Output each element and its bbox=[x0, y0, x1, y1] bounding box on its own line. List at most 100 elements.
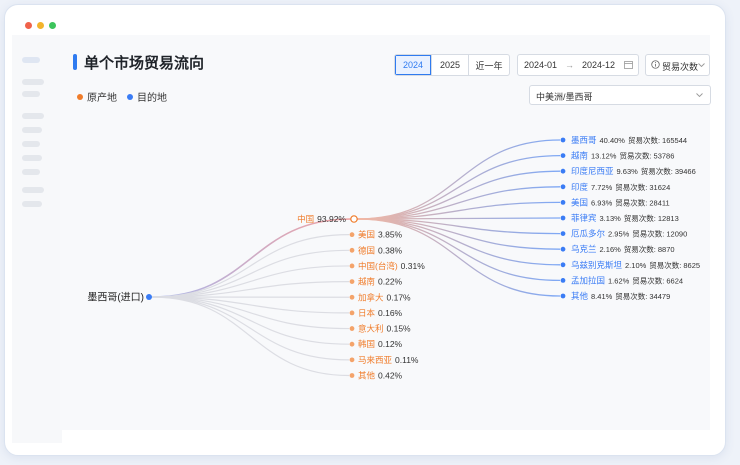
destination-name[interactable]: 厄瓜多尔 bbox=[571, 229, 606, 239]
year-tab-group: 2024 2025 近一年 bbox=[394, 54, 510, 76]
destination-node[interactable] bbox=[560, 246, 566, 252]
maximize-window-dot[interactable] bbox=[49, 22, 56, 29]
sidebar-item-8[interactable] bbox=[22, 169, 40, 175]
sidebar-item-6[interactable] bbox=[22, 141, 40, 147]
destination-pct: 1.62% bbox=[608, 276, 630, 285]
sidebar-item-10[interactable] bbox=[22, 201, 42, 207]
date-range-picker[interactable]: 2024-01 → 2024-12 bbox=[517, 54, 639, 76]
origin-name[interactable]: 其他 bbox=[358, 371, 376, 381]
origin-pct: 0.11% bbox=[395, 355, 419, 365]
sidebar-item-1[interactable] bbox=[22, 57, 40, 63]
origin-link bbox=[151, 296, 350, 345]
origin-node[interactable] bbox=[349, 294, 355, 300]
metric-select[interactable]: 贸易次数 bbox=[645, 54, 710, 76]
destination-pct: 7.72% bbox=[591, 183, 613, 192]
destination-count: 165544 bbox=[662, 136, 687, 145]
destination-node[interactable] bbox=[560, 262, 566, 268]
destination-link bbox=[356, 186, 561, 220]
destination-name[interactable]: 印度 bbox=[571, 182, 589, 192]
tab-2024[interactable]: 2024 bbox=[395, 55, 432, 75]
origin-name[interactable]: 日本 bbox=[358, 308, 376, 318]
destination-pct: 6.93% bbox=[591, 198, 613, 207]
origin-link bbox=[151, 296, 350, 314]
origin-name[interactable]: 马来西亚 bbox=[358, 355, 393, 365]
sidebar-item-3[interactable] bbox=[22, 91, 40, 97]
destination-name[interactable]: 乌克兰 bbox=[571, 244, 597, 254]
destination-metric-label: 贸易次数: bbox=[641, 166, 673, 176]
origin-name[interactable]: 越南 bbox=[358, 277, 375, 287]
destination-node[interactable] bbox=[560, 184, 566, 190]
origin-name[interactable]: 韩国 bbox=[358, 339, 375, 349]
origin-node[interactable] bbox=[350, 215, 358, 223]
sidebar-item-2[interactable] bbox=[22, 79, 44, 85]
market-select[interactable]: 中美洲/墨西哥 bbox=[529, 85, 711, 105]
origin-pct: 93.92% bbox=[317, 214, 346, 224]
origin-pct: 0.17% bbox=[387, 292, 412, 302]
root-label: 墨西哥(进口) bbox=[87, 292, 144, 304]
date-separator: → bbox=[565, 60, 574, 70]
origin-node[interactable] bbox=[349, 326, 355, 331]
origin-node[interactable] bbox=[349, 357, 355, 363]
sidebar-item-7[interactable] bbox=[22, 155, 42, 161]
destination-name[interactable]: 墨西哥 bbox=[571, 135, 597, 145]
destination-node[interactable] bbox=[560, 293, 566, 299]
root-node[interactable] bbox=[146, 294, 152, 300]
origin-node[interactable] bbox=[349, 263, 355, 269]
tab-last-year[interactable]: 近一年 bbox=[475, 60, 503, 71]
destination-link bbox=[356, 218, 561, 250]
tab-2025[interactable]: 2025 bbox=[432, 55, 469, 75]
origin-node[interactable] bbox=[349, 310, 355, 316]
origin-node[interactable] bbox=[349, 341, 355, 347]
origin-link bbox=[151, 249, 350, 298]
destination-node[interactable] bbox=[560, 200, 566, 205]
destination-node[interactable] bbox=[560, 153, 566, 159]
origin-link bbox=[151, 265, 350, 298]
destination-name[interactable]: 美国 bbox=[571, 197, 588, 207]
destination-metric-label: 贸易次数: bbox=[624, 244, 656, 254]
destination-node[interactable] bbox=[560, 278, 566, 283]
destination-count: 12813 bbox=[658, 214, 679, 223]
origin-name[interactable]: 加拿大 bbox=[358, 292, 384, 302]
origin-node[interactable] bbox=[349, 247, 355, 253]
destination-name[interactable]: 菲律宾 bbox=[571, 213, 597, 223]
sidebar-item-5[interactable] bbox=[22, 127, 42, 133]
chevron-down-icon bbox=[698, 63, 705, 68]
destination-node[interactable] bbox=[560, 168, 566, 174]
sidebar-item-9[interactable] bbox=[22, 187, 44, 193]
destination-metric-label: 贸易次数: bbox=[649, 260, 681, 270]
origin-name[interactable]: 中国 bbox=[297, 214, 314, 224]
destination-count: 8625 bbox=[683, 261, 700, 270]
destination-pct: 2.10% bbox=[625, 261, 647, 270]
close-window-dot[interactable] bbox=[25, 22, 32, 29]
destination-node[interactable] bbox=[560, 215, 566, 221]
destination-pct: 2.16% bbox=[600, 245, 622, 254]
legend-origin-label: 原产地 bbox=[87, 93, 117, 104]
origin-link bbox=[151, 218, 352, 298]
destination-name[interactable]: 乌兹别克斯坦 bbox=[571, 260, 623, 270]
destination-node[interactable] bbox=[560, 231, 566, 237]
origin-node[interactable] bbox=[349, 279, 355, 284]
origin-name[interactable]: 意大利 bbox=[358, 324, 384, 334]
origin-node[interactable] bbox=[349, 232, 355, 238]
destination-name[interactable]: 印度尼西亚 bbox=[571, 166, 614, 176]
destination-link bbox=[356, 218, 561, 266]
destination-name[interactable]: 孟加拉国 bbox=[571, 275, 605, 285]
origin-name[interactable]: 德国 bbox=[358, 245, 375, 255]
destination-name[interactable]: 其他 bbox=[571, 291, 589, 301]
minimize-window-dot[interactable] bbox=[37, 22, 44, 29]
origin-node[interactable] bbox=[349, 373, 355, 378]
destination-name[interactable]: 越南 bbox=[571, 151, 588, 161]
sidebar-item-4[interactable] bbox=[22, 113, 44, 119]
origin-pct: 3.85% bbox=[378, 230, 403, 240]
origin-name[interactable]: 中国(台湾) bbox=[358, 261, 398, 271]
origin-name[interactable]: 美国 bbox=[358, 230, 375, 240]
destination-node[interactable] bbox=[560, 137, 566, 143]
